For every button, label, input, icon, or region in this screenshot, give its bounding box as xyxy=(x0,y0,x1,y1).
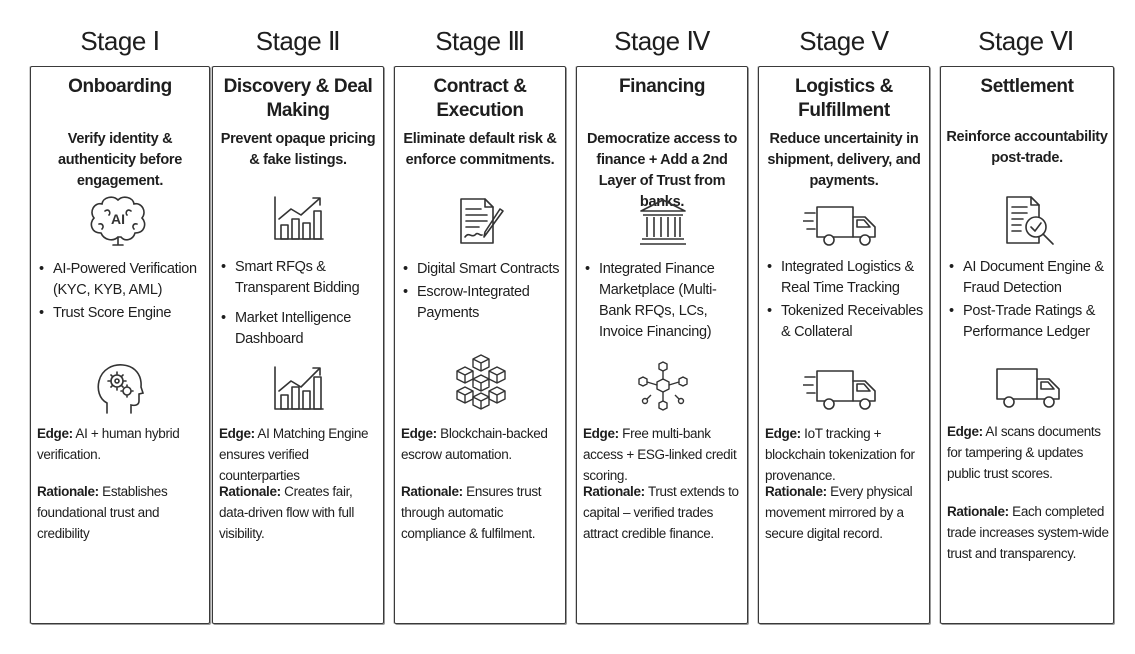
network-nodes-icon xyxy=(635,359,691,413)
stage-2-edge-label: Edge: xyxy=(219,426,255,441)
stage-3-feature-1: Digital Smart Contracts xyxy=(401,259,563,280)
stage-5-feature-1: Integrated Logistics & Real Time Trackin… xyxy=(765,257,927,299)
blockchain-cubes-icon xyxy=(451,353,511,411)
svg-text:AI: AI xyxy=(111,211,125,227)
human-head-gears-icon xyxy=(93,361,145,415)
bank-icon xyxy=(637,197,689,247)
stage-4-rationale-text: Trust extends to capital – verified trad… xyxy=(583,484,739,541)
stage-5-edge-text: IoT tracking + blockchain tokenization f… xyxy=(765,426,915,483)
stage-5-goal: Reduce uncertainity in shipment, deliver… xyxy=(767,131,921,189)
stage-4-column: Financing Democratize access to finance … xyxy=(576,66,748,624)
stage-1-title: Onboarding xyxy=(68,76,172,97)
delivery-truck-icon xyxy=(993,365,1063,409)
stage-3-title: Contract & Execution xyxy=(433,76,527,121)
stage-1-rationale-label: Rationale: xyxy=(37,484,99,499)
stage-3-rationale-label: Rationale: xyxy=(401,484,463,499)
stage-4-heading: Stage Ⅳ xyxy=(614,26,710,56)
stage-3-column: Contract & Execution Eliminate default r… xyxy=(394,66,566,624)
stage-1-goal: Verify identity & authenticity before en… xyxy=(57,131,182,189)
stage-5-edge-label: Edge: xyxy=(765,426,801,441)
stage-6-feature-2: Post-Trade Ratings & Performance Ledger xyxy=(947,301,1111,343)
stage-2-edge-text: AI Matching Engine ensures verified coun… xyxy=(219,426,369,483)
stage-1-feature-2: Trust Score Engine xyxy=(37,303,207,324)
stage-1-heading: Stage Ⅰ xyxy=(80,26,160,56)
stage-3-rationale: Rationale: Ensures trust through automat… xyxy=(401,481,563,544)
stage-4-edge-label: Edge: xyxy=(583,426,619,441)
stage-5-rationale: Rationale: Every physical movement mirro… xyxy=(765,481,927,544)
bar-chart-trend-icon xyxy=(271,193,327,243)
stage-5-edge: Edge: IoT tracking + blockchain tokeniza… xyxy=(765,423,927,486)
stage-5-title: Logistics & Fulfillment xyxy=(794,76,893,121)
stage-6-rationale-text: Each completed trade increases system-wi… xyxy=(947,504,1109,561)
stage-2-goal: Prevent opaque pricing & fake listings. xyxy=(220,131,376,168)
stage-6-heading: Stage Ⅵ xyxy=(978,26,1074,56)
ai-brain-icon: AI xyxy=(85,193,151,249)
stage-3-features: Digital Smart Contracts Escrow-Integrate… xyxy=(401,259,563,326)
stage-2-rationale-label: Rationale: xyxy=(219,484,281,499)
stage-2-rationale: Rationale: Creates fair, data-driven flo… xyxy=(219,481,381,544)
stage-6-rationale-label: Rationale: xyxy=(947,504,1009,519)
stage-4-title: Financing xyxy=(618,76,706,97)
stage-3-feature-2: Escrow-Integrated Payments xyxy=(401,282,563,324)
stage-1-edge: Edge: AI + human hybrid verification. xyxy=(37,423,207,465)
stage-1-edge-text: AI + human hybrid verification. xyxy=(37,426,180,462)
stage-1-rationale-text: Establishes foundational trust and credi… xyxy=(37,484,168,541)
stage-4-edge: Edge: Free multi-bank access + ESG-linke… xyxy=(583,423,745,486)
stage-1-features: AI-Powered Verification (KYC, KYB, AML) … xyxy=(37,259,207,326)
stage-6-features: AI Document Engine & Fraud Detection Pos… xyxy=(947,257,1111,345)
stage-5-rationale-label: Rationale: xyxy=(765,484,827,499)
contract-pen-icon xyxy=(455,195,507,247)
stage-4-feature-1: Integrated Finance Marketplace (Multi-Ba… xyxy=(583,259,745,343)
stage-3-edge-label: Edge: xyxy=(401,426,437,441)
stage-2-title: Discovery & Deal Making xyxy=(223,76,373,121)
stage-2-column: Discovery & Deal Making Prevent opaque p… xyxy=(212,66,384,624)
stage-4-rationale: Rationale: Trust extends to capital – ve… xyxy=(583,481,745,544)
stage-2-rationale-text: Creates fair, data-driven flow with full… xyxy=(219,484,354,541)
stage-3-rationale-text: Ensures trust through automatic complian… xyxy=(401,484,542,541)
bar-chart-trend-icon xyxy=(271,363,327,413)
stage-2-features: Smart RFQs & Transparent Bidding Market … xyxy=(219,257,381,359)
stage-2-feature-2: Market Intelligence Dashboard xyxy=(219,308,381,350)
stage-5-column: Logistics & Fulfillment Reduce uncertain… xyxy=(758,66,930,624)
stage-3-heading: Stage Ⅲ xyxy=(435,26,525,56)
delivery-truck-icon xyxy=(803,367,879,411)
stage-1-edge-label: Edge: xyxy=(37,426,73,441)
document-magnifier-icon xyxy=(1003,193,1057,249)
stage-1-rationale: Rationale: Establishes foundational trus… xyxy=(37,481,207,544)
stage-6-column: Settlement Reinforce accountability post… xyxy=(940,66,1114,624)
stage-4-goal: Democratize access to finance + Add a 2n… xyxy=(586,131,738,210)
stage-2-heading: Stage Ⅱ xyxy=(255,26,341,56)
delivery-truck-icon xyxy=(803,203,879,247)
stage-5-heading: Stage Ⅴ xyxy=(799,26,889,56)
stage-6-title: Settlement xyxy=(980,76,1074,97)
stage-5-feature-2: Tokenized Receivables & Collateral xyxy=(765,301,927,343)
stage-5-features: Integrated Logistics & Real Time Trackin… xyxy=(765,257,927,345)
stage-6-feature-1: AI Document Engine & Fraud Detection xyxy=(947,257,1111,299)
stage-1-feature-1: AI-Powered Verification (KYC, KYB, AML) xyxy=(37,259,207,301)
stage-2-feature-1: Smart RFQs & Transparent Bidding xyxy=(219,257,381,299)
stage-3-edge-text: Blockchain-backed escrow automation. xyxy=(401,426,548,462)
stage-6-edge-label: Edge: xyxy=(947,424,983,439)
stage-4-features: Integrated Finance Marketplace (Multi-Ba… xyxy=(583,259,745,345)
stage-1-column: Onboarding Verify identity & authenticit… xyxy=(30,66,210,624)
stage-6-edge: Edge: AI scans documents for tampering &… xyxy=(947,421,1111,484)
stage-6-edge-text: AI scans documents for tampering & updat… xyxy=(947,424,1101,481)
stage-6-goal: Reinforce accountability post-trade. xyxy=(946,129,1108,166)
stage-3-goal: Eliminate default risk & enforce commitm… xyxy=(403,131,557,168)
stage-3-edge: Edge: Blockchain-backed escrow automatio… xyxy=(401,423,563,465)
stage-5-rationale-text: Every physical movement mirrored by a se… xyxy=(765,484,913,541)
stage-4-edge-text: Free multi-bank access + ESG-linked cred… xyxy=(583,426,737,483)
stage-6-rationale: Rationale: Each completed trade increase… xyxy=(947,501,1111,564)
stage-2-edge: Edge: AI Matching Engine ensures verifie… xyxy=(219,423,381,486)
stage-4-rationale-label: Rationale: xyxy=(583,484,645,499)
